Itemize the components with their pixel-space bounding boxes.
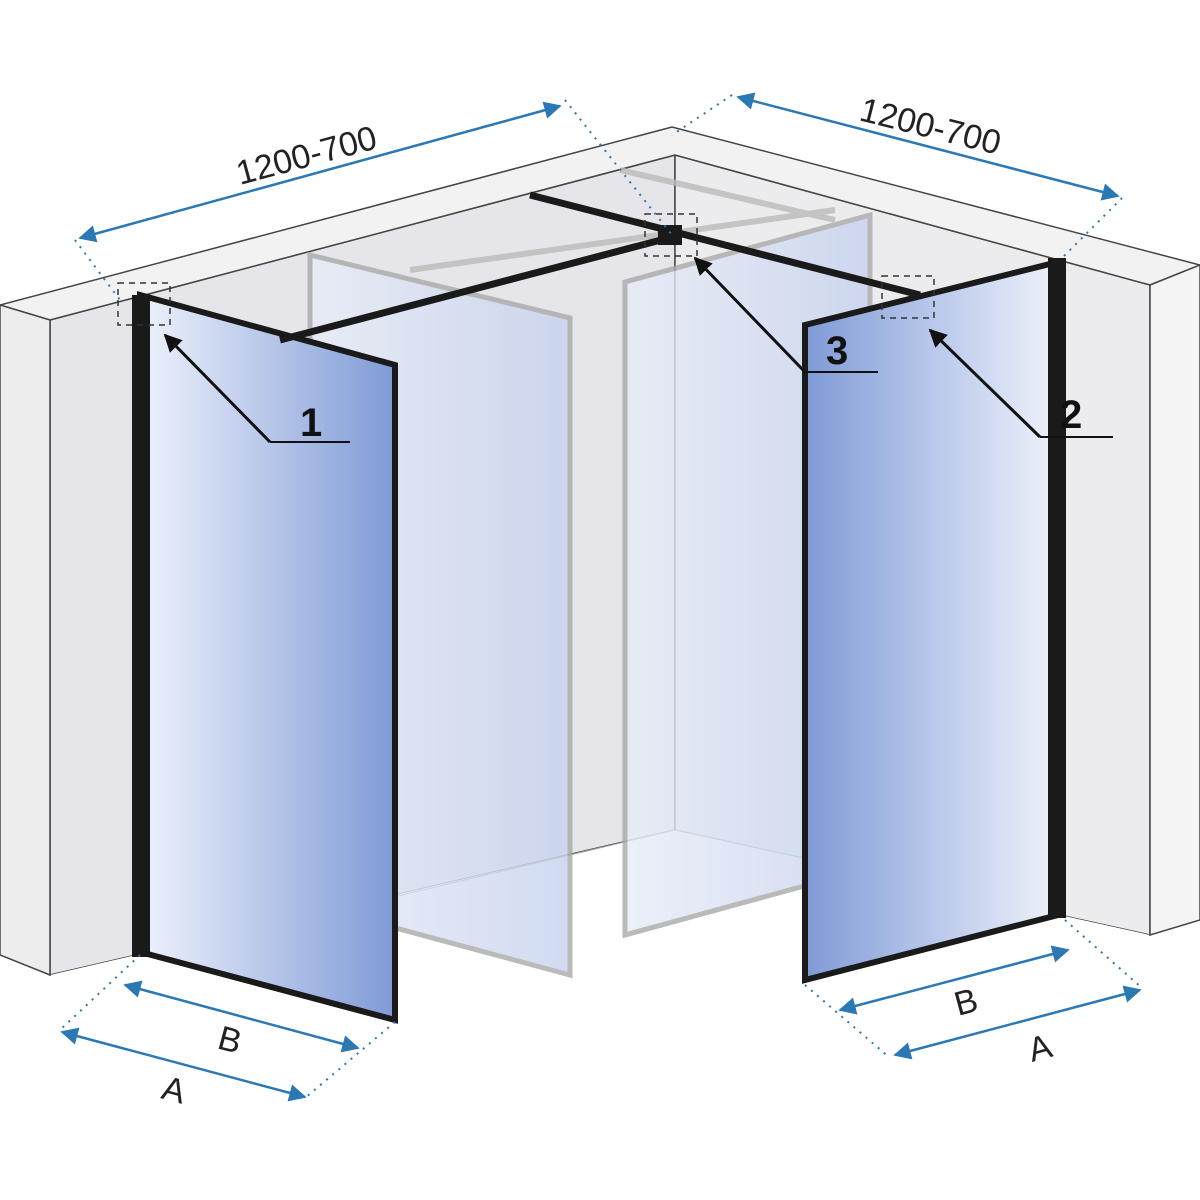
- callout-2: 2: [928, 328, 1113, 439]
- dimension-right-a: A: [1024, 1027, 1056, 1070]
- right-wall-side: [1149, 264, 1200, 937]
- dimension-left-a: A: [158, 1069, 190, 1112]
- callout-label-1: 1: [300, 401, 322, 445]
- callout-label-3: 3: [826, 329, 848, 373]
- extension-lines: [59, 94, 1143, 1099]
- dimension-left-b: B: [214, 1019, 246, 1062]
- detail-markers: [117, 213, 935, 326]
- glass-panel-left: [132, 291, 398, 1024]
- support-bars: [279, 191, 921, 344]
- callout-1: 1: [163, 333, 350, 445]
- callout-3: 3: [693, 256, 878, 374]
- dimension-lines: [60, 92, 1142, 1102]
- callout-label-2: 2: [1060, 393, 1082, 437]
- glass-panel-right: [802, 258, 1066, 984]
- dimension-right-width: 1200-700: [856, 91, 1005, 163]
- dimension-left-width: 1200-700: [232, 119, 381, 193]
- left-wall-front: [0, 304, 51, 977]
